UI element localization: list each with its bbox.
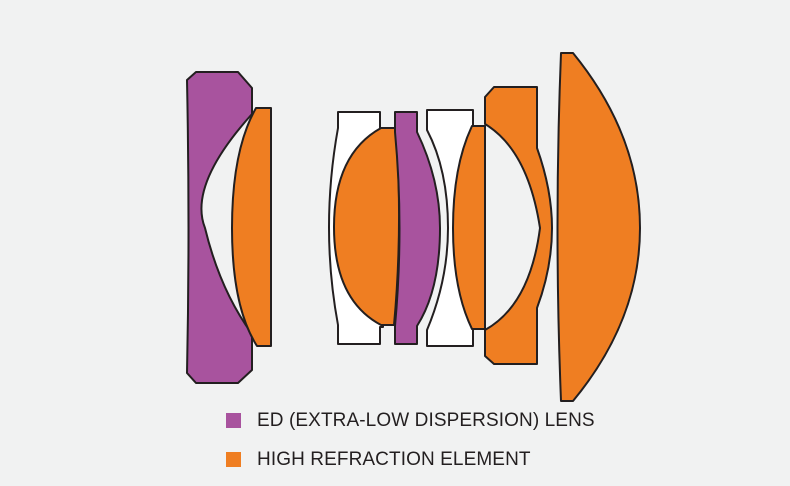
legend-label-ed: ED (EXTRA-LOW DISPERSION) LENS: [257, 409, 595, 431]
lens-element-9-high-refraction: [556, 52, 641, 402]
lens-element-8-high-refraction: [484, 86, 553, 365]
legend-item-ed: ED (EXTRA-LOW DISPERSION) LENS: [226, 407, 595, 434]
lens-element-1-ed: [186, 71, 253, 384]
lens-element-5-ed: [394, 111, 441, 345]
legend-item-high-refraction: HIGH REFRACTION ELEMENT: [226, 446, 595, 473]
legend-swatch-ed: [226, 413, 241, 428]
lens-element-2-high-refraction: [231, 107, 272, 347]
legend-label-high-refraction: HIGH REFRACTION ELEMENT: [257, 448, 531, 470]
lens-element-7-high-refraction: [452, 125, 486, 330]
legend-swatch-high-refraction: [226, 452, 241, 467]
legend: ED (EXTRA-LOW DISPERSION) LENS HIGH REFR…: [226, 407, 595, 485]
